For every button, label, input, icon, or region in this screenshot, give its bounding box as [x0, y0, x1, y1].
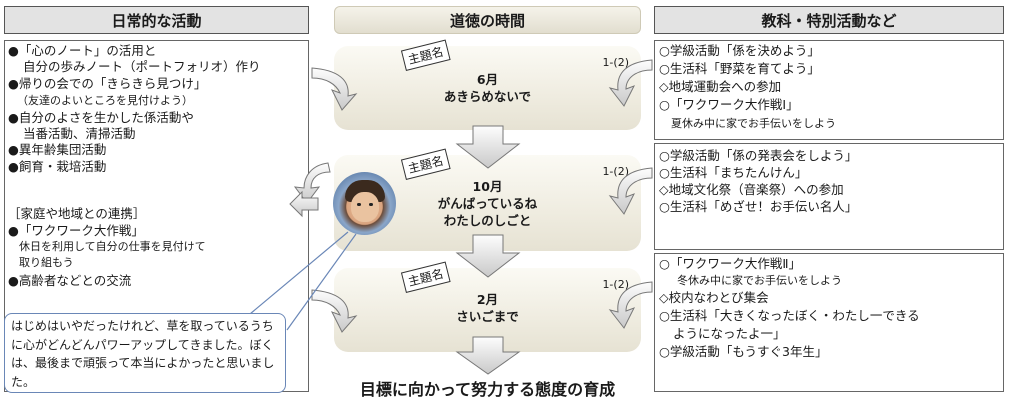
student-avatar — [333, 172, 396, 235]
daily-line: 自分の歩みノート（ポートフォリオ）作り — [23, 59, 261, 74]
curved-arrow-icon — [608, 59, 653, 107]
subject-line: ◇校内なわとび集会 — [659, 290, 769, 305]
daily-line: ●帰りの会での「きらきら見つけ」 — [8, 76, 207, 91]
down-arrow-icon — [455, 234, 521, 278]
daily-line: 休日を利用して自分の仕事を見付けて — [19, 240, 206, 253]
daily-line: （友達のよいところを見付けよう） — [17, 94, 193, 107]
daily-line: 当番活動、清掃活動 — [23, 126, 136, 141]
theme-code: 1-(2) — [602, 56, 629, 69]
daily-line: 取り組もう — [19, 256, 74, 269]
subject-line: 夏休み中に家でお手伝いをしよう — [671, 117, 836, 130]
student-speech-bubble: はじめはいやだったけれど、草を取っているうちに心がどんどんパワーアップしてきまし… — [4, 313, 286, 393]
curved-arrow-icon — [608, 281, 653, 329]
daily-line: ●「心のノート」の活用と — [8, 43, 157, 58]
theme-month: 6月 — [476, 72, 499, 87]
subject-line: 冬休み中に家でお手伝いをしよう — [677, 274, 842, 287]
subject-line: ◇地域運動会への参加 — [659, 79, 782, 94]
down-arrow-icon — [455, 125, 521, 169]
subject-line: ○学級活動「もうすぐ3年生」 — [659, 344, 828, 359]
theme-month: 10月 — [472, 179, 503, 194]
header-moral-class: 道徳の時間 — [334, 6, 641, 34]
down-arrow-icon — [455, 336, 521, 375]
subject-panel-2: ○学級活動「係の発表会をしよう」 ○生活科「まちたんけん」 ◇地域文化祭（音楽祭… — [654, 143, 1004, 250]
subject-line: ◇地域文化祭（音楽祭）への参加 — [659, 182, 844, 197]
daily-line: ●高齢者などとの交流 — [8, 273, 132, 288]
theme-box-june: 主題名 1-(2) 6月 あきらめないで — [334, 39, 641, 130]
subject-line: ○学級活動「係を決めよう」 — [659, 43, 820, 58]
curved-arrow-icon — [311, 67, 358, 111]
goal-text: 目標に向かって努力する態度の育成 — [359, 380, 616, 399]
theme-code: 1-(2) — [602, 165, 629, 178]
curved-arrow-icon — [608, 167, 653, 215]
theme-month: 2月 — [476, 292, 499, 307]
subject-line: ○生活科「めざせ！お手伝い名人」 — [659, 199, 858, 214]
daily-line: ●異年齢集団活動 — [8, 142, 107, 157]
daily-line: ［家庭や地域との連携］ — [8, 206, 146, 221]
theme-title: さいごまで — [456, 309, 519, 324]
daily-line: ●自分のよさを生かした係活動や — [8, 110, 194, 125]
theme-title: あきらめないで — [443, 89, 532, 104]
curved-arrow-icon — [293, 162, 331, 204]
curved-arrow-icon — [289, 190, 319, 218]
subject-line: ようになったよ一」 — [673, 326, 786, 341]
subject-line: ○「ワクワーク大作戦Ⅰ」 — [659, 97, 799, 112]
curved-arrow-icon — [311, 289, 358, 333]
subject-panel-3: ○「ワクワーク大作戦Ⅱ」 冬休み中に家でお手伝いをしよう ◇校内なわとび集会 ○… — [654, 253, 1004, 392]
subject-panel-1: ○学級活動「係を決めよう」 ○生活科「野菜を育てよう」 ◇地域運動会への参加 ○… — [654, 40, 1004, 140]
theme-title: がんばっているね — [437, 196, 538, 211]
subject-line: ○生活科「大きくなったぼく・わたし一できる — [659, 308, 920, 323]
subject-line: ○生活科「野菜を育てよう」 — [659, 61, 820, 76]
header-daily-activities: 日常的な活動 — [4, 6, 309, 34]
daily-line: ●「ワクワーク大作戦」 — [8, 223, 144, 238]
theme-title: わたしのしごと — [443, 213, 532, 228]
subject-line: ○学級活動「係の発表会をしよう」 — [659, 148, 858, 163]
subject-line: ○「ワクワーク大作戦Ⅱ」 — [659, 256, 802, 271]
subject-line: ○生活科「まちたんけん」 — [659, 165, 808, 180]
daily-line: ●飼育・栽培活動 — [8, 159, 107, 174]
theme-code: 1-(2) — [602, 278, 629, 291]
header-subjects-special: 教科・特別活動など — [654, 6, 1004, 34]
